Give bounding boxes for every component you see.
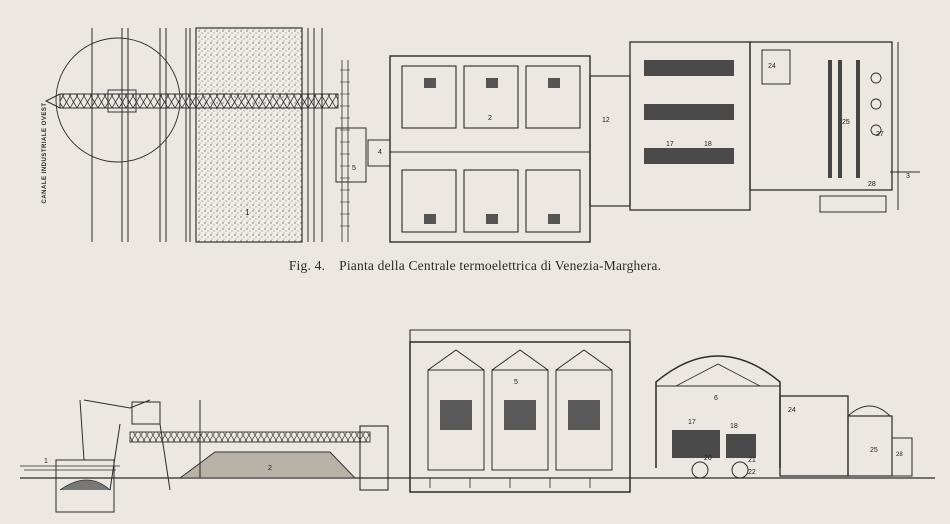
- section-label-coal-pile: 2: [268, 465, 272, 472]
- figure-caption-text: Pianta della Centrale termoelettrica di …: [339, 258, 662, 273]
- plan-label-conveyor: 4: [378, 149, 382, 156]
- section-label-turbine: 17: [688, 419, 696, 426]
- section-label-condenser-b: 21: [748, 457, 756, 464]
- plan-label-exit: 3: [906, 173, 910, 180]
- plan-label-switch-c: 28: [868, 181, 876, 188]
- plan-label-transformer: 24: [768, 63, 776, 70]
- plan-label-feed-room: 12: [602, 117, 610, 124]
- plan-drawing: 1 4 5: [44, 27, 920, 243]
- section-label-pump: 22: [748, 469, 756, 476]
- section-label-switch-a: 24: [788, 407, 796, 414]
- plan-label-boilers: 2: [488, 115, 492, 122]
- plan-label-switch-b: 27: [876, 131, 884, 138]
- figure-number: Fig. 4.: [288, 258, 326, 273]
- section-drawing: 1 2 5: [20, 329, 935, 513]
- section-label-gate: 28: [896, 452, 903, 458]
- section-label-water: 1: [44, 458, 48, 465]
- plan-label-turbine-a: 17: [666, 141, 674, 148]
- figure-caption: Fig. 4. Pianta della Centrale termoelettr…: [0, 258, 950, 274]
- section-label-generator: 18: [730, 423, 738, 430]
- plan-label-switch-a: 25: [842, 119, 850, 126]
- section-label-turbine-hall: 6: [714, 395, 718, 402]
- section-label-switch-b: 25: [870, 447, 878, 454]
- plan-label-bunker: 5: [352, 165, 356, 172]
- plan-label-turbine-b: 18: [704, 141, 712, 148]
- plan-label-coal-yard: 1: [245, 208, 250, 217]
- canal-label: CANALE INDUSTRIALE OVEST: [42, 102, 48, 204]
- section-label-condenser-a: 20: [704, 455, 712, 462]
- section-label-boiler-house: 5: [514, 379, 518, 386]
